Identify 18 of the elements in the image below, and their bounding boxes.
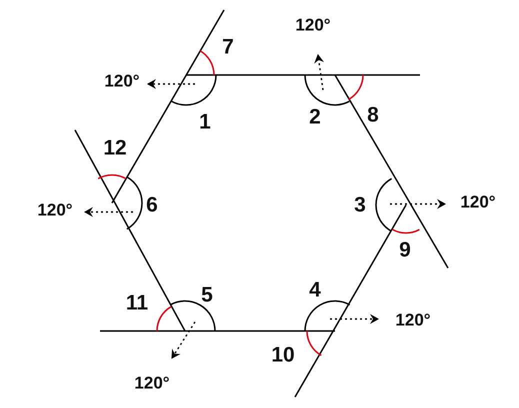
- angle-number: 9: [399, 240, 411, 260]
- angle-number: 11: [126, 292, 148, 314]
- angle-number: 1: [199, 112, 211, 132]
- angle-number: 7: [222, 36, 234, 58]
- angle-number: 4: [309, 280, 321, 300]
- angle-number: 5: [201, 284, 213, 306]
- angle-number: 2: [309, 106, 321, 128]
- angle-value: 120°: [395, 312, 431, 328]
- angle-number: 3: [354, 194, 366, 216]
- angle-number: 10: [271, 344, 295, 366]
- angle-value: 120°: [104, 72, 140, 90]
- angle-value: 120°: [295, 16, 331, 34]
- angle-value: 120°: [134, 374, 170, 392]
- angle-number: 6: [146, 194, 158, 216]
- angle-number: 12: [103, 138, 127, 158]
- angle-value: 120°: [460, 194, 496, 210]
- angle-value: 120°: [37, 202, 73, 218]
- angle-number: 8: [367, 104, 379, 126]
